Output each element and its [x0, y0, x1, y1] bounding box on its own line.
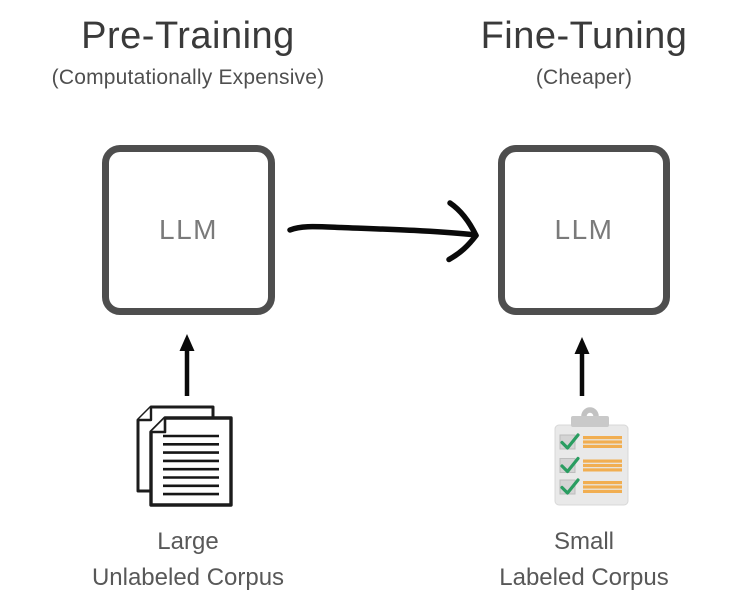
corpus-label-line2: Labeled Corpus — [499, 564, 669, 591]
fine-tuning-header: Fine-Tuning (Cheaper) — [424, 14, 744, 91]
fine-tuning-llm-box: LLM — [498, 145, 670, 315]
pre-training-subtitle: (Computationally Expensive) — [51, 66, 325, 89]
stacked-documents-icon — [136, 405, 233, 507]
corpus-label-line1: Large — [157, 528, 219, 555]
fine-tuning-title: Fine-Tuning — [480, 15, 688, 57]
corpus-label-line1: Small — [553, 528, 614, 555]
pre-training-title: Pre-Training — [81, 15, 295, 57]
up-arrow-icon-right — [574, 337, 590, 396]
small-labeled-corpus-label: Small Labeled Corpus — [424, 524, 744, 596]
checklist-clipboard-icon — [554, 407, 629, 506]
corpus-label-line2: Unlabeled Corpus — [91, 564, 285, 591]
up-arrow-icon-left — [179, 334, 195, 396]
fine-tuning-subtitle: (Cheaper) — [535, 66, 633, 89]
large-unlabeled-corpus-label: Large Unlabeled Corpus — [28, 524, 348, 596]
fine-tuning-llm-label: LLM — [554, 214, 614, 245]
pre-training-header: Pre-Training (Computationally Expensive) — [28, 14, 348, 91]
pre-training-llm-box: LLM — [102, 145, 275, 315]
pre-training-llm-label: LLM — [159, 214, 218, 245]
hand-drawn-right-arrow-icon — [287, 200, 479, 263]
